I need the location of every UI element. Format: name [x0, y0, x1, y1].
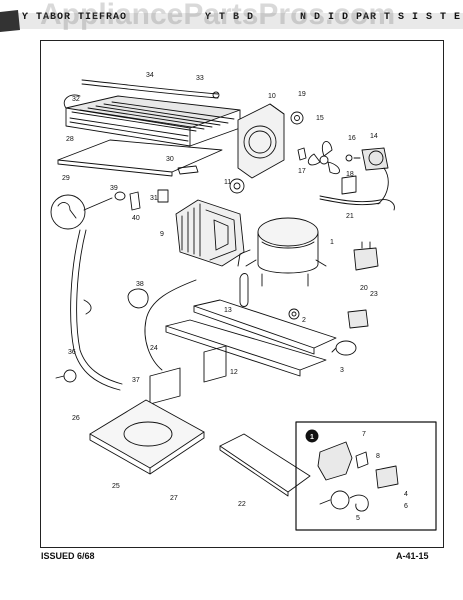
callout-31: 31 [150, 195, 158, 202]
support-bracket [149, 345, 227, 405]
diagram-frame [40, 40, 444, 548]
capacitor [331, 340, 357, 356]
fan-shroud [237, 103, 285, 179]
callout-33: 33 [196, 75, 204, 82]
tubing-strap [127, 288, 149, 309]
magnify-circle [50, 194, 113, 230]
wire-harness [319, 195, 395, 211]
clip-part [177, 165, 199, 175]
callout-5: 5 [356, 515, 360, 522]
callout-24: 24 [150, 345, 158, 352]
callout-23: 23 [370, 291, 378, 298]
callout-37: 37 [132, 377, 140, 384]
valve-36 [55, 369, 77, 383]
callout-17: 17 [298, 168, 306, 175]
callout-16: 16 [348, 135, 356, 142]
inset-box [295, 421, 437, 531]
top-tube [81, 79, 220, 99]
watermark: AppliancePartsPros.com [40, 0, 396, 31]
callout-40: 40 [132, 215, 140, 222]
callout-9: 9 [160, 231, 164, 238]
callout-1: 1 [330, 239, 334, 246]
mount-grommets [288, 308, 300, 320]
callout-19: 19 [298, 91, 306, 98]
inset-marker: 1 [310, 434, 314, 441]
callout-30: 30 [166, 156, 174, 163]
callout-7: 7 [362, 431, 366, 438]
grommet-11 [229, 178, 245, 194]
lower-harness [144, 279, 197, 371]
callout-28: 28 [66, 136, 74, 143]
callout-20: 20 [360, 285, 368, 292]
callout-13: 13 [224, 307, 232, 314]
overload [347, 309, 369, 329]
callout-29: 29 [62, 175, 70, 182]
callout-18: 18 [346, 171, 354, 178]
small-bracket [157, 189, 169, 203]
compressor [237, 217, 327, 287]
relay [353, 241, 379, 271]
condenser [175, 199, 245, 267]
callout-11: 11 [224, 179, 231, 186]
evaporator-coil [63, 94, 241, 147]
callout-3: 3 [340, 367, 344, 374]
header-band [0, 10, 463, 32]
fan-clip [345, 154, 353, 162]
callout-36: 36 [68, 349, 76, 356]
callout-32: 32 [72, 96, 80, 103]
fan-nut [297, 147, 307, 161]
callout-10: 10 [268, 93, 276, 100]
filter-drier [239, 273, 249, 307]
callout-4: 4 [404, 491, 408, 498]
callout-2: 2 [302, 317, 306, 324]
drain-tube [70, 229, 123, 391]
drain-pan [89, 399, 205, 475]
header-middle-text: ϒ T B D [205, 12, 255, 23]
fan-blade [307, 141, 340, 174]
callout-8: 8 [376, 453, 380, 460]
grommet-19 [290, 111, 304, 125]
compressor-rails [165, 299, 337, 377]
callout-34: 34 [146, 72, 154, 79]
callout-38: 38 [136, 281, 144, 288]
grommet-40 [129, 191, 141, 211]
callout-12: 12 [230, 369, 238, 376]
issued-label: ISSUED 6/68 [41, 551, 95, 561]
callout-22: 22 [238, 501, 246, 508]
drip-plate [57, 139, 223, 177]
back-panel [219, 433, 311, 497]
header-right-text: N D I D PAR T S I S T E M [300, 12, 463, 23]
grommet-39 [114, 191, 126, 201]
callout-39: 39 [110, 185, 118, 192]
motor-bracket [341, 175, 357, 195]
callout-27: 27 [170, 495, 178, 502]
callout-14: 14 [370, 133, 378, 140]
callout-6: 6 [404, 503, 408, 510]
fan-motor [353, 147, 389, 205]
callout-21: 21 [346, 213, 354, 220]
header-left-text: ϒ TABOR TIEFRAO [22, 12, 128, 23]
page-code: A-41-15 [396, 551, 429, 561]
callout-25: 25 [112, 483, 120, 490]
callout-26: 26 [72, 415, 80, 422]
callout-15: 15 [316, 115, 324, 122]
